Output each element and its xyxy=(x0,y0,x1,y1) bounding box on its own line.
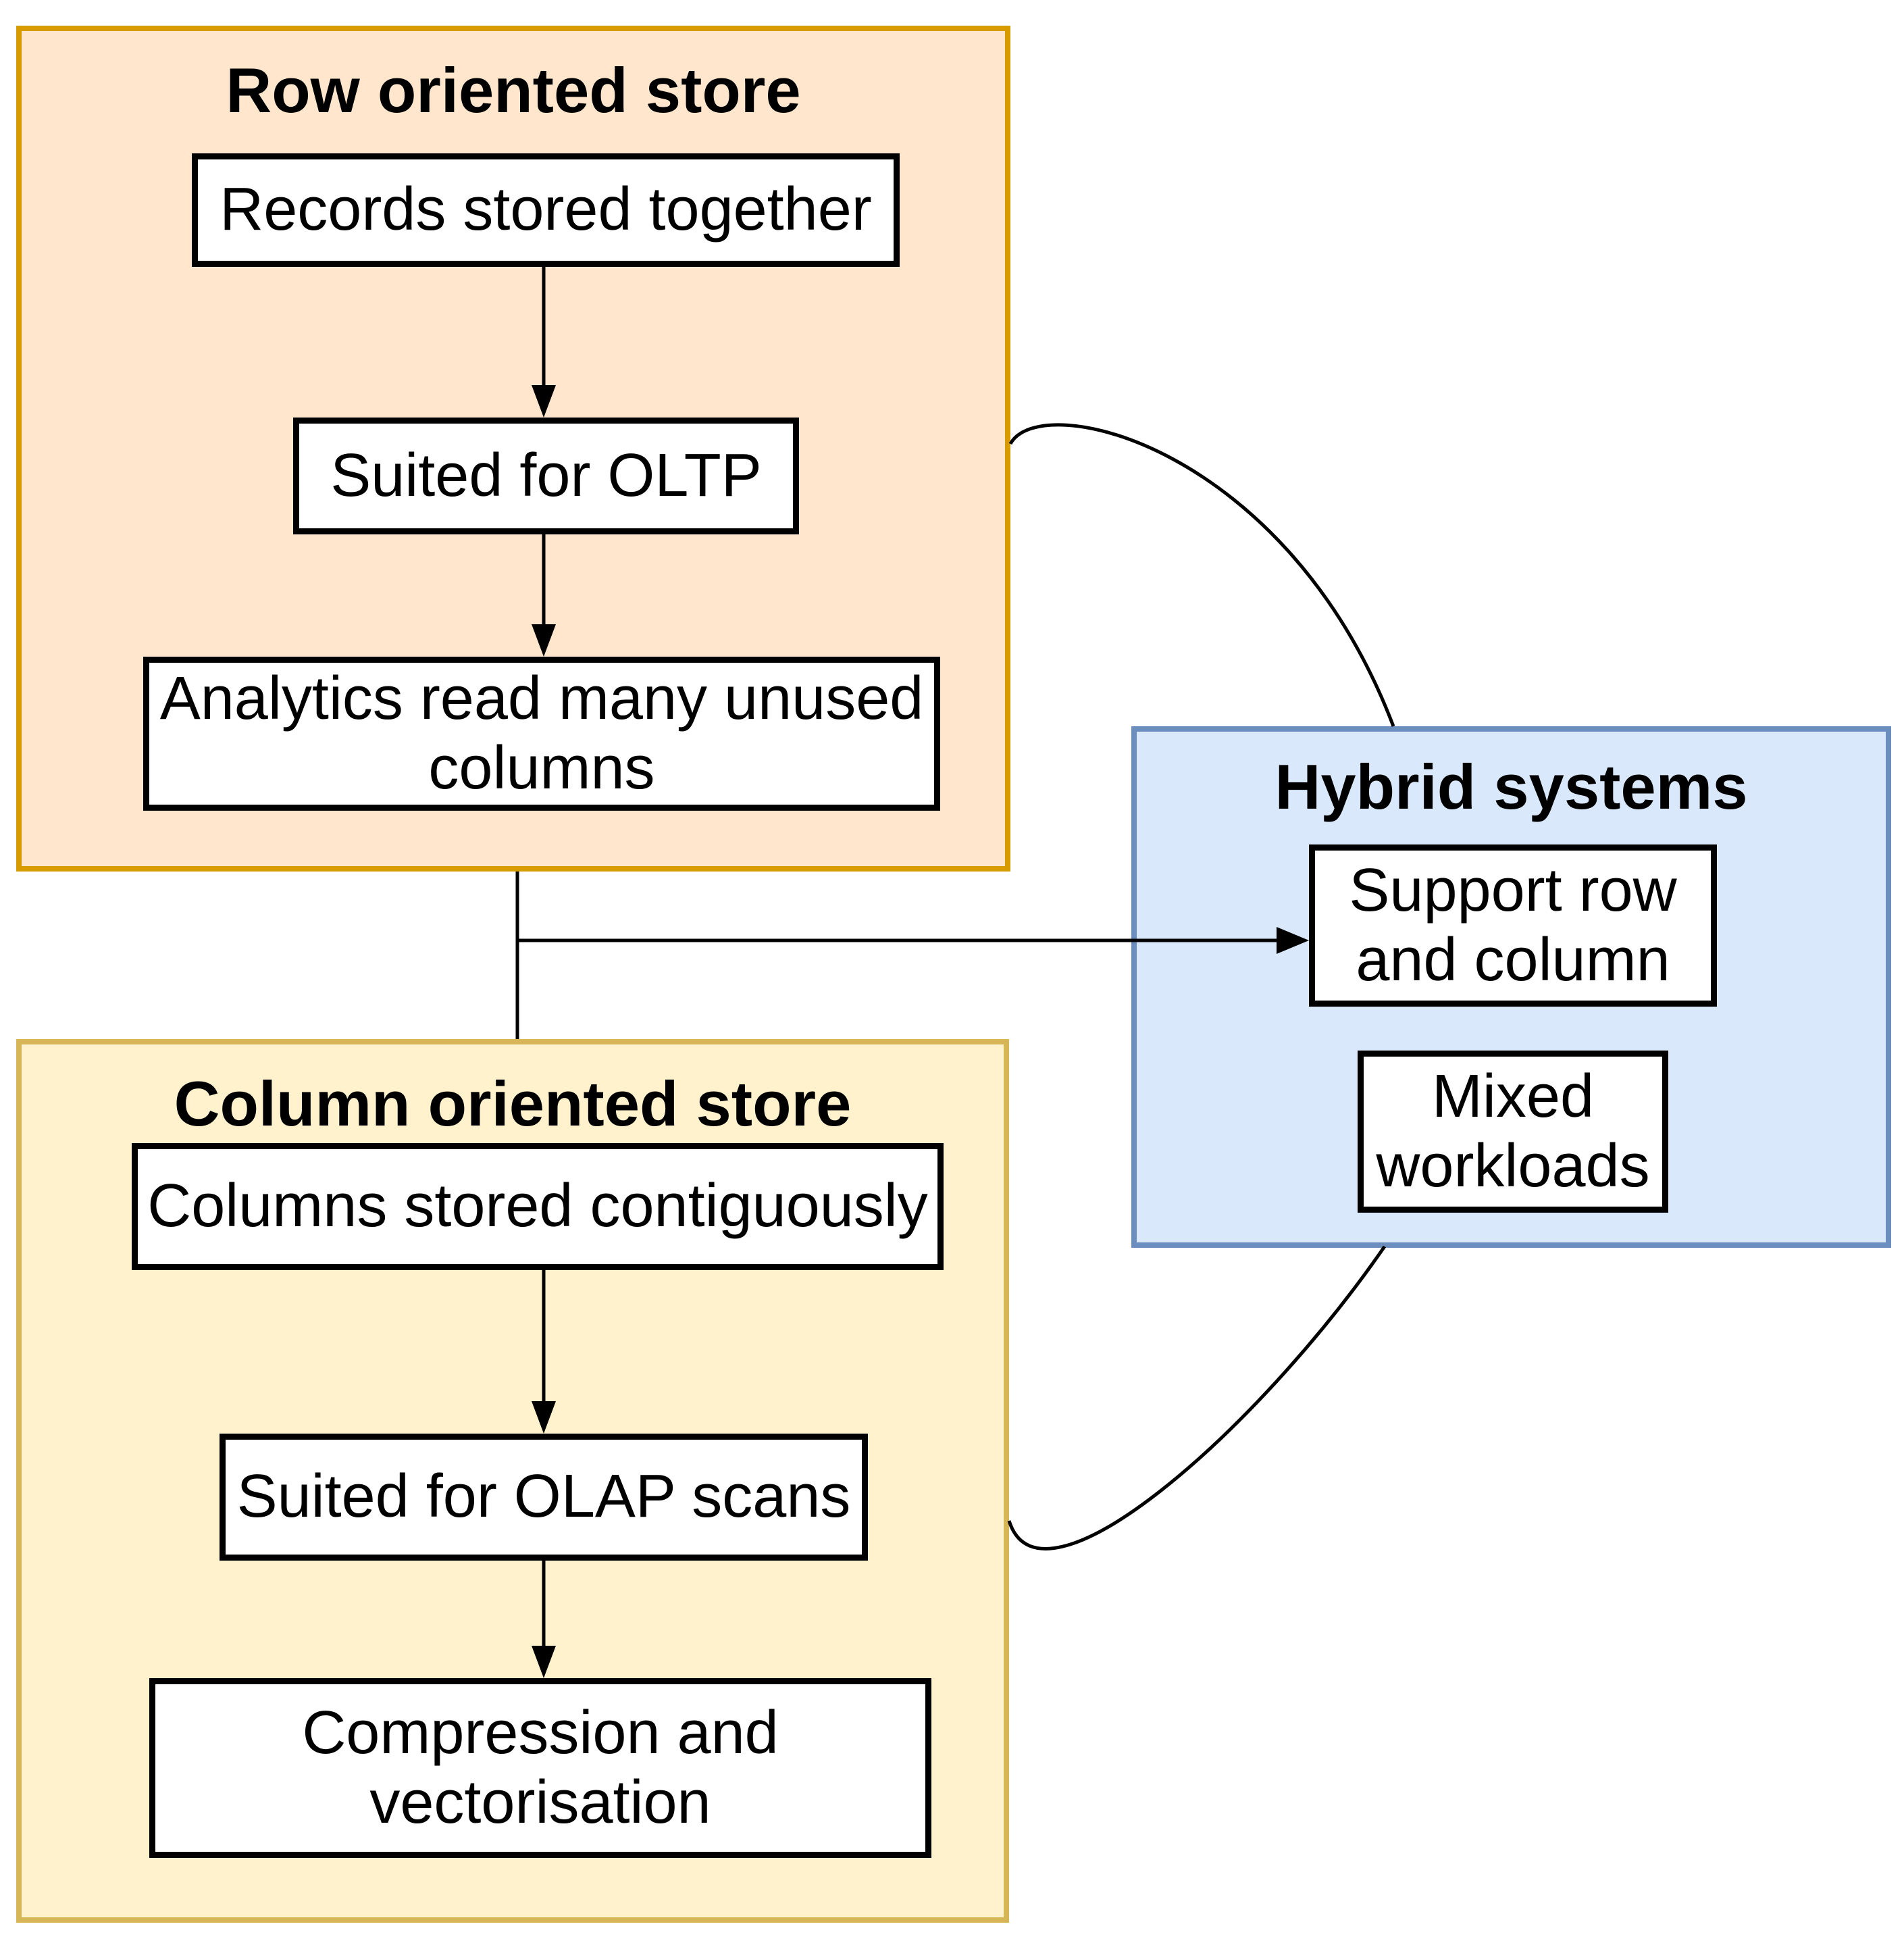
node-label: columns xyxy=(428,734,655,802)
node-label: Mixed xyxy=(1431,1062,1595,1130)
group-title-column-store: Column oriented store xyxy=(174,1068,852,1139)
group-hybrid-systems: Hybrid systems Support row and column Mi… xyxy=(1131,726,1891,1248)
edge-rowstore-to-hybrid-curve xyxy=(1008,423,1395,727)
node-label: Support row xyxy=(1349,856,1677,924)
node-mixed-workloads: Mixed workloads xyxy=(1358,1051,1668,1213)
node-label: Records stored together xyxy=(220,176,872,244)
group-row-store: Row oriented store Records stored togeth… xyxy=(16,26,1010,872)
node-label: Analytics read many unused xyxy=(159,664,924,732)
node-label: Compression and xyxy=(302,1698,779,1767)
node-label: workloads xyxy=(1376,1132,1650,1200)
node-suited-for-olap-scans: Suited for OLAP scans xyxy=(220,1434,868,1561)
group-title-row-store: Row oriented store xyxy=(226,55,801,126)
node-compression-and-vectorisation: Compression and vectorisation xyxy=(149,1678,931,1858)
node-label: Columns stored contiguously xyxy=(147,1172,928,1240)
node-label: vectorisation xyxy=(369,1769,711,1836)
group-column-store: Column oriented store Columns stored con… xyxy=(16,1039,1009,1923)
node-suited-for-oltp: Suited for OLTP xyxy=(293,418,799,534)
node-label: and column xyxy=(1356,926,1670,994)
node-analytics-read-many-unused-columns: Analytics read many unused columns xyxy=(143,657,940,811)
node-records-stored-together: Records stored together xyxy=(192,153,900,267)
node-columns-stored-contiguously: Columns stored contiguously xyxy=(132,1143,944,1270)
node-support-row-and-column: Support row and column xyxy=(1309,844,1717,1007)
group-title-hybrid-systems: Hybrid systems xyxy=(1275,751,1748,822)
edge-hybrid-to-columnstore-curve xyxy=(1007,1245,1387,1550)
node-label: Suited for OLTP xyxy=(330,441,762,509)
node-label: Suited for OLAP scans xyxy=(236,1463,851,1531)
